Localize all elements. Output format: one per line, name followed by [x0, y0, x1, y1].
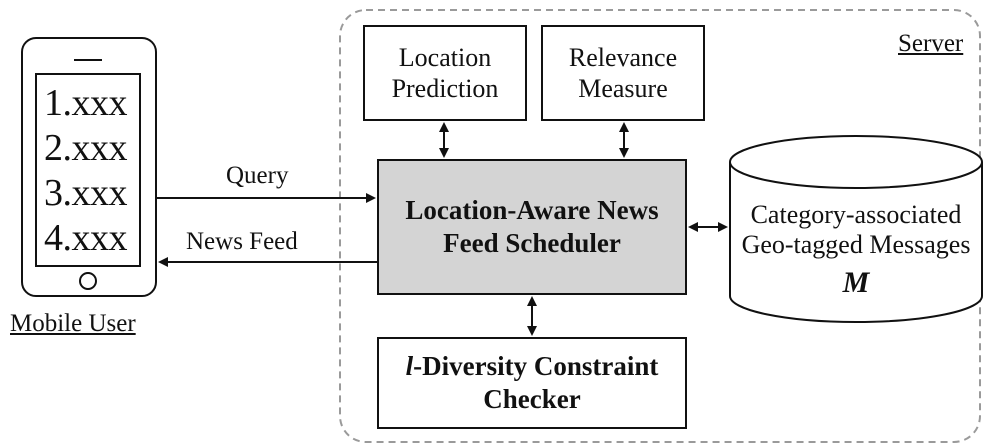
location-prediction-node: Location Prediction: [364, 26, 526, 120]
list-item: 4.xxx: [44, 216, 128, 259]
checker-rest-text: -Diversity Constraint Checker: [413, 351, 659, 414]
checker-text: l-Diversity Constraint Checker: [406, 350, 659, 416]
relevance-measure-text: Relevance Measure: [568, 43, 678, 103]
relevance-measure-box: [541, 25, 705, 121]
location-prediction-box: [363, 25, 527, 121]
phone-home-button-icon: [79, 272, 97, 290]
checker-box: [377, 337, 687, 429]
checker-l-symbol: l: [405, 351, 414, 381]
query-label: Query: [226, 162, 289, 189]
list-item: 1.xxx: [44, 81, 128, 124]
list-item: 3.xxx: [44, 171, 128, 214]
scheduler-text: Location-Aware News Feed Scheduler: [405, 195, 659, 258]
database-cylinder-icon: [729, 135, 983, 323]
database-label: Category-associated Geo-tagged Messages: [741, 200, 971, 259]
phone-screen: [35, 73, 141, 267]
scheduler-box: [377, 159, 687, 295]
checker-node: l-Diversity Constraint Checker: [378, 338, 686, 428]
relevance-measure-node: Relevance Measure: [542, 26, 704, 120]
location-prediction-text: Location Prediction: [391, 43, 499, 103]
news-feed-label: News Feed: [186, 228, 298, 255]
server-label: Server: [898, 30, 964, 57]
phone-news-list: 1.xxx 2.xxx 3.xxx 4.xxx: [40, 76, 140, 264]
scheduler-node: Location-Aware News Feed Scheduler: [378, 160, 686, 294]
database-symbol: M: [842, 266, 870, 299]
list-item: 2.xxx: [44, 126, 128, 169]
mobile-user-label: Mobile User: [10, 310, 136, 337]
